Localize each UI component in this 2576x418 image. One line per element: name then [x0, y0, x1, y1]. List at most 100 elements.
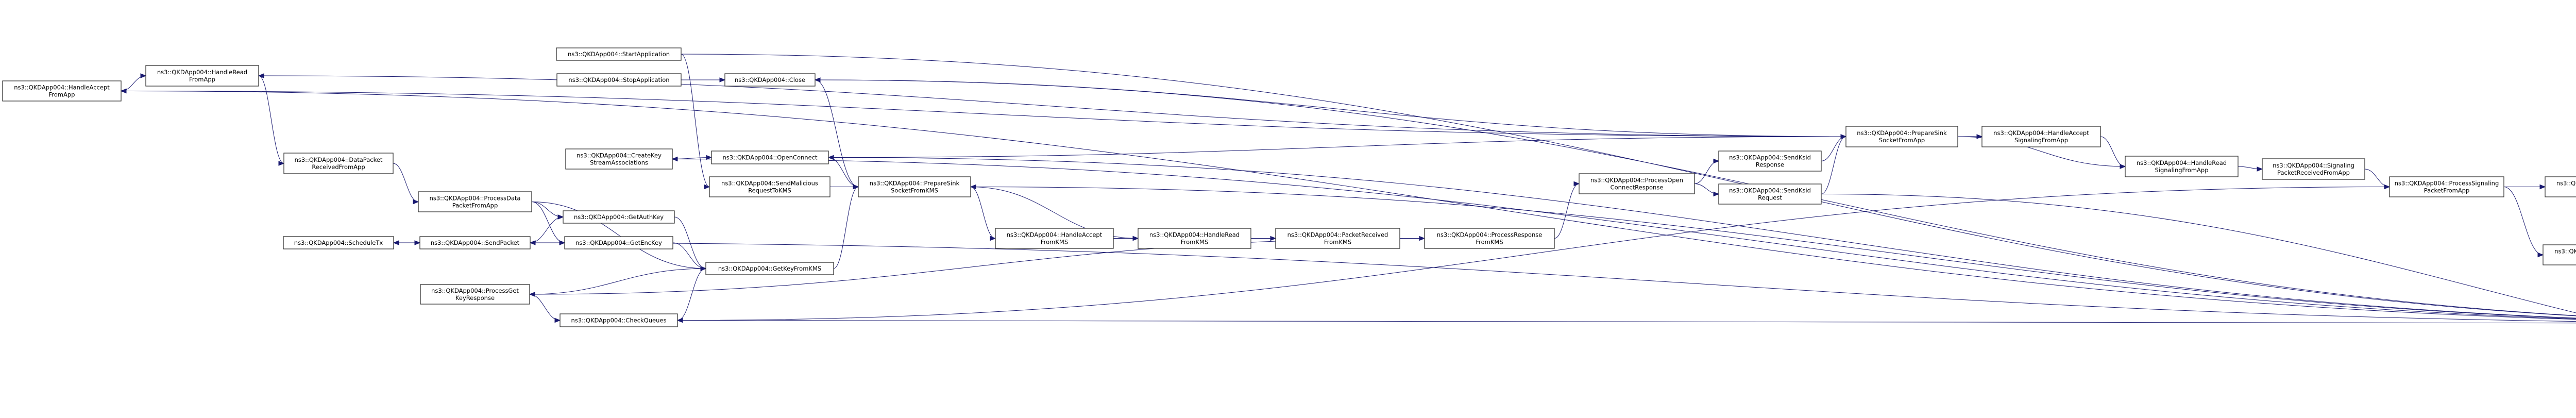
- node-box: [724, 73, 816, 87]
- node-stop-application[interactable]: ns3::QKDApp004::StopApplication: [556, 73, 682, 87]
- edge-signaling-packet-received-from-app-to-process-signaling-packet-from-app: [2364, 169, 2391, 190]
- node-data-packet-received-from-app[interactable]: ns3::QKDApp004::DataPacketReceivedFromAp…: [283, 153, 394, 174]
- node-label: ns3::QKDApp004::CheckQueues: [571, 317, 667, 324]
- node-label: FromApp: [49, 91, 75, 98]
- node-get-auth-key[interactable]: ns3::QKDApp004::GetAuthKey: [563, 210, 675, 224]
- node-label: ns3::QKDApp004::HandleRead: [2137, 159, 2227, 166]
- node-check-queues[interactable]: ns3::QKDApp004::CheckQueues: [560, 313, 678, 327]
- node-send-packet[interactable]: ns3::QKDApp004::SendPacket: [419, 236, 531, 249]
- node-start-application[interactable]: ns3::QKDApp004::StartApplication: [556, 47, 682, 61]
- node-label: ns3::QKDApp004::ProcessSignaling: [2395, 180, 2499, 187]
- node-box: [2125, 156, 2239, 177]
- edge-handle-read-signaling-from-app-to-signaling-packet-received-from-app: [2238, 166, 2263, 172]
- node-box: [709, 176, 831, 197]
- node-label: ns3::QKDApp004::ScheduleTx: [294, 239, 383, 246]
- node-box: [1981, 126, 2101, 147]
- node-send-malicious-request-to-kms[interactable]: ns3::QKDApp004::SendMaliciousRequestToKM…: [709, 176, 831, 197]
- node-box: [1138, 228, 1251, 249]
- node-process-create-queues-response[interactable]: ns3::QKDApp004::ProcessCreateQueuesRespo…: [2543, 244, 2576, 265]
- node-signaling-packet-received-from-app[interactable]: ns3::QKDApp004::SignalingPacketReceivedF…: [2262, 158, 2365, 180]
- node-box: [2389, 176, 2504, 197]
- node-label: KeyResponse: [455, 294, 495, 302]
- edge-data-packet-received-from-app-to-process-data-packet-from-app: [393, 163, 419, 205]
- edge-send-packet-to-schedule-tx: [393, 240, 420, 245]
- node-box: [560, 313, 678, 327]
- node-box: [145, 65, 259, 87]
- edge-process-get-key-response-to-get-key-from-kms: [529, 266, 707, 295]
- node-box: [563, 210, 675, 224]
- node-open-connect[interactable]: ns3::QKDApp004::OpenConnect: [711, 151, 829, 164]
- node-create-key-stream-associations[interactable]: ns3::QKDApp004::CreateKeyStreamAssociati…: [565, 148, 673, 170]
- node-label: PacketReceivedFromApp: [2277, 169, 2350, 176]
- node-box: [1424, 228, 1555, 249]
- node-label: FromKMS: [1181, 239, 1208, 246]
- node-label: SocketFromApp: [1879, 137, 1925, 144]
- edge-handle-read-from-kms-to-packet-received-from-kms: [1250, 236, 1277, 241]
- node-get-key-from-kms[interactable]: ns3::QKDApp004::GetKeyFromKMS: [705, 262, 834, 275]
- edge-app-transition-tree-to-close: [814, 77, 2576, 316]
- node-process-open-connect-response[interactable]: ns3::QKDApp004::ProcessOpenConnectRespon…: [1579, 173, 1695, 194]
- edge-process-response-from-kms-to-process-open-connect-response: [1554, 181, 1580, 239]
- node-box: [995, 228, 1114, 249]
- node-close[interactable]: ns3::QKDApp004::Close: [724, 73, 816, 87]
- edge-send-ksid-response-to-prepare-sink-socket-from-app: [1821, 134, 1847, 161]
- node-handle-accept-signaling-from-app[interactable]: ns3::QKDApp004::HandleAcceptSignalingFro…: [1981, 126, 2101, 147]
- node-box: [2262, 158, 2365, 180]
- node-label: ns3::QKDApp004::ProcessSend: [2556, 180, 2576, 187]
- node-box: [1718, 183, 1822, 205]
- edge-close-to-prepare-sink-socket-from-kms: [815, 79, 859, 190]
- node-label: ns3::QKDApp004::ProcessResponse: [1437, 231, 1543, 239]
- node-box: [1579, 173, 1695, 194]
- node-label: ns3::QKDApp004::OpenConnect: [722, 154, 818, 161]
- edge-stop-application-to-close: [681, 77, 726, 82]
- node-label: ns3::QKDApp004::PrepareSink: [870, 180, 960, 187]
- edge-check-queues-to-get-key-from-kms: [677, 266, 707, 321]
- node-box: [564, 236, 673, 249]
- edge-process-signaling-packet-from-app-to-process-create-queues-response: [2503, 187, 2544, 258]
- edge-process-signaling-packet-from-app-to-check-queues: [676, 187, 2390, 323]
- node-label: ns3::QKDApp004::GetKeyFromKMS: [718, 265, 821, 272]
- node-label: FromKMS: [1041, 239, 1068, 246]
- node-box: [420, 284, 530, 305]
- edge-send-ksid-request-to-http004-app-query: [1821, 194, 2576, 313]
- node-label: FromKMS: [1324, 239, 1351, 246]
- node-process-signaling-packet-from-app[interactable]: ns3::QKDApp004::ProcessSignalingPacketFr…: [2389, 176, 2504, 197]
- node-box: [858, 176, 971, 197]
- node-label: PacketFromApp: [2424, 187, 2470, 194]
- node-process-send-ksid-response[interactable]: ns3::QKDApp004::ProcessSendKsidResponse: [2545, 176, 2576, 197]
- node-label: ns3::QKDApp004::Close: [735, 76, 805, 83]
- node-box: [283, 153, 394, 174]
- node-label: ns3::QKDApp004::GetEncKey: [575, 239, 662, 246]
- node-label: ns3::QKDApp004::HandleRead: [1149, 231, 1240, 239]
- node-schedule-tx[interactable]: ns3::QKDApp004::ScheduleTx: [283, 236, 394, 249]
- node-box: [565, 148, 673, 170]
- edge-open-connect-to-prepare-sink-socket-from-kms: [828, 157, 859, 190]
- node-label: RequestToKMS: [748, 187, 791, 194]
- node-label: SocketFromKMS: [891, 187, 938, 194]
- edge-handle-accept-from-app-to-handle-read-from-app: [121, 73, 147, 91]
- edge-app-transition-tree-to-check-queues: [676, 317, 2576, 324]
- edge-process-open-connect-response-to-send-ksid-response: [1694, 158, 1720, 184]
- edge-prepare-sink-socket-from-kms-to-handle-accept-from-kms: [970, 187, 996, 241]
- node-box: [2, 80, 122, 102]
- node-get-enc-key[interactable]: ns3::QKDApp004::GetEncKey: [564, 236, 673, 249]
- node-label: ns3::QKDApp004::SendMalicious: [721, 180, 818, 187]
- node-label: ns3::QKDApp004::ProcessOpen: [1590, 177, 1683, 184]
- nodes-layer: ns3::QKDApp004::HandleAcceptFromAppns3::…: [2, 47, 2576, 327]
- edge-app-transition-tree-to-prepare-sink-socket-from-kms: [970, 184, 2576, 319]
- node-handle-read-signaling-from-app[interactable]: ns3::QKDApp004::HandleReadSignalingFromA…: [2125, 156, 2239, 177]
- edge-process-data-packet-from-app-to-get-enc-key: [531, 202, 566, 245]
- node-label: ConnectResponse: [1611, 184, 1664, 191]
